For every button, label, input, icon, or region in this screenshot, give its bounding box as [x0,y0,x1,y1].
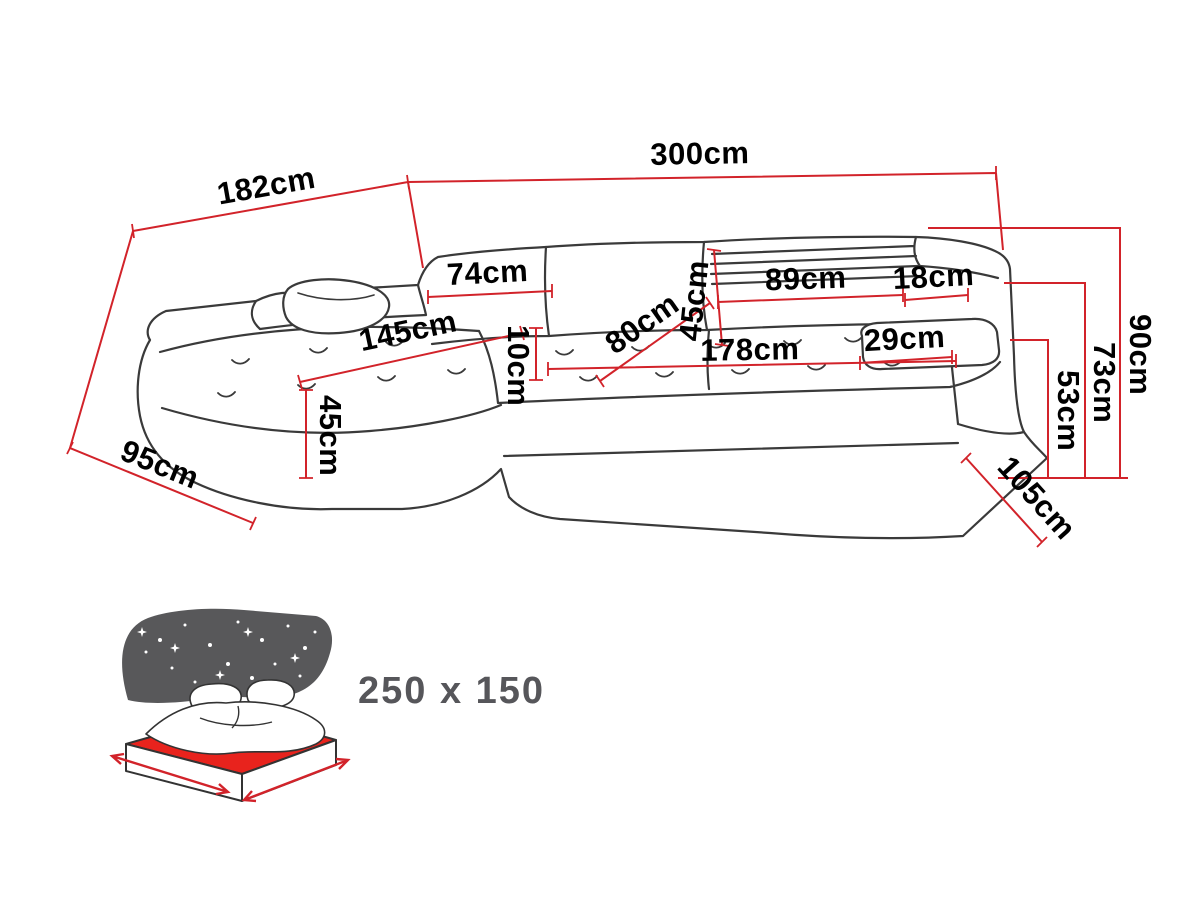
star-dot-icon [183,623,187,627]
sofa-illustration [136,235,1049,540]
star-dot-icon [286,624,290,628]
width-arrow [109,752,231,796]
dim-headrest-width-label: 18cm [892,257,975,296]
star-dot-icon [170,666,174,670]
dim-seat-height-label: 45cm [313,395,348,476]
dim-seat-thickness-label: 10cm [501,325,536,406]
star-dot-icon [236,620,240,624]
star-dot-icon [313,630,317,634]
star-dot-icon [208,643,212,647]
sofa-pillow-fold-line [297,292,375,301]
sofa-tufting-marks [217,336,902,398]
dim-total-height-label: 90cm [1123,314,1158,395]
star-dot-icon [144,650,148,654]
bed-size-arrows [109,752,351,803]
blanket-fold-lines [199,705,273,729]
sleeping-function-icon [109,608,351,803]
star-dot-icon [303,646,307,650]
dimension-lines [66,166,1128,548]
star-dot-icon [298,674,302,678]
star-dot-icon [273,662,277,666]
dim-back-cushion-left-label: 74cm [446,253,529,292]
dim-backrest-height-label: 73cm [1087,342,1122,423]
star-dot-icon [250,676,254,680]
dim-backrest-cushion-height-label: 45cm [672,258,715,343]
star-dot-icon [193,680,197,684]
sofa-armrest-cushion [860,317,1001,371]
dim-armrest-height-label: 53cm [1051,370,1086,451]
blanket [145,701,326,755]
sofa-pillow [282,278,391,335]
dim-back-cushion-right-label: 89cm [764,260,846,298]
dim-armrest-cushion-width-label: 29cm [863,319,946,358]
length-arrow [241,757,351,803]
star-dot-icon [260,638,264,642]
star-dot-icon [158,638,162,642]
sleeping-size-label: 250 x 150 [358,670,545,712]
dimension-tick-marks [66,166,1048,548]
night-sky-shape [122,608,333,703]
dim-left-depth-label: 182cm [214,160,318,212]
dim-seat-width-label: 178cm [700,331,800,368]
stars [137,620,317,684]
star-dot-icon [226,662,230,666]
dim-total-width-label: 300cm [650,135,750,172]
